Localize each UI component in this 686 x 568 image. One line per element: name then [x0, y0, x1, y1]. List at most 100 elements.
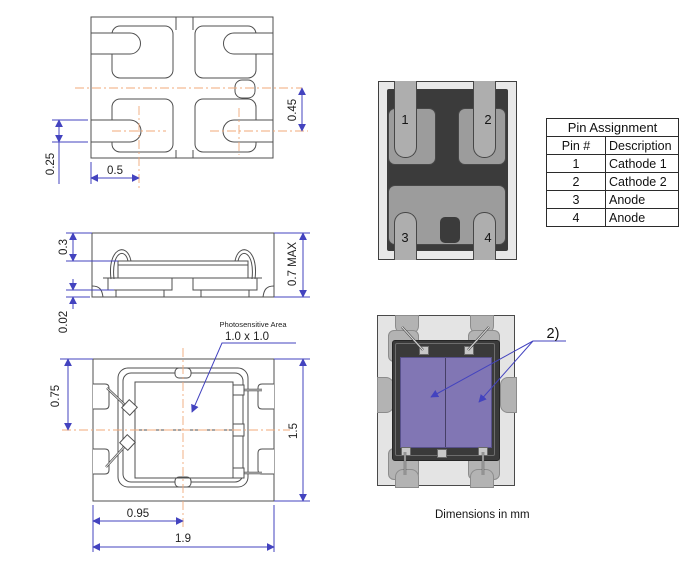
edge-notch — [257, 383, 274, 410]
pin-assignment-table: Pin Assignment Pin # Description 1 Catho… — [546, 118, 679, 227]
die-bond-pad — [119, 434, 136, 451]
chip-outline — [117, 260, 249, 279]
frame-tab — [174, 367, 192, 379]
foot — [115, 289, 165, 298]
package-outline — [90, 16, 274, 159]
reflector-frame-inner — [122, 372, 244, 483]
lead-1 — [394, 81, 417, 158]
photosensitive-area — [400, 357, 492, 448]
bond-pad — [464, 346, 474, 355]
dim-label: 0.7 MAX — [287, 242, 299, 286]
leadframe-pad — [192, 277, 258, 291]
pin-label-4: 4 — [484, 230, 492, 245]
pin-label-1: 1 — [401, 112, 409, 127]
edge-notch — [93, 448, 110, 475]
pin-description-cell: Anode — [605, 208, 679, 227]
pin-number-cell: 1 — [546, 154, 606, 173]
edge-notch — [257, 448, 274, 475]
pin-number-cell: 4 — [546, 208, 606, 227]
die-outline — [134, 381, 234, 479]
pad-bridge — [234, 79, 256, 99]
lead-outline — [90, 119, 142, 143]
pin-label-2: 2 — [484, 112, 492, 127]
bond-pad — [401, 447, 411, 456]
package-outline — [92, 358, 275, 502]
units-note: Dimensions in mm — [435, 509, 530, 521]
dim-label: 1.9 — [175, 533, 191, 545]
metal-tab-right — [500, 377, 517, 413]
side-view-drawing: 0.3 0.02 0.7 MAX — [58, 232, 310, 333]
dim-label: 0.3 — [58, 239, 70, 255]
lead-3 — [394, 212, 417, 260]
pin-description-cell: Cathode 2 — [605, 172, 679, 191]
die-bond-pad — [232, 423, 245, 437]
die-bond-pad — [232, 467, 245, 479]
frame-tab — [174, 476, 192, 488]
die-bond-pad — [121, 399, 138, 416]
reflector-frame-outer — [117, 367, 249, 488]
pad-outline — [194, 25, 257, 79]
lead-4 — [473, 212, 496, 260]
lead-outline — [222, 119, 274, 143]
dim-label: 0.75 — [50, 385, 62, 407]
pad-outline — [194, 98, 257, 153]
package-top-render — [377, 315, 517, 488]
die-bond-pad — [232, 384, 245, 396]
pin-description-cell: Anode — [605, 190, 679, 209]
metal-tab-bottom-2 — [470, 469, 494, 488]
dim-label: 0.02 — [58, 311, 70, 333]
lead-outline — [223, 32, 274, 55]
table-row: 4 Anode — [546, 208, 679, 227]
pin-description-cell: Cathode 1 — [605, 154, 679, 173]
bond-wire — [105, 444, 127, 468]
lead-2 — [473, 81, 496, 158]
edge-notch — [93, 383, 110, 410]
top-view-drawing: 0.45 0.25 0.5 — [45, 16, 308, 190]
pad-centerline-cross — [112, 106, 166, 190]
bond-pad — [478, 447, 488, 456]
pin-label-3: 3 — [401, 230, 409, 245]
foot — [200, 289, 250, 298]
dim-extension — [274, 358, 310, 502]
table-row: 3 Anode — [546, 190, 679, 209]
bond-wire — [106, 387, 127, 407]
bond-wire-highlight — [106, 387, 127, 407]
callout-label: 2) — [547, 326, 560, 342]
dim-extension — [66, 289, 114, 298]
mold-chamfer — [91, 285, 275, 298]
pad-outline — [111, 98, 174, 153]
pin-number-cell: 3 — [546, 190, 606, 209]
pad-centerline-cross — [210, 108, 308, 155]
photosensitive-size-label: 1.0 x 1.0 — [225, 331, 269, 343]
bond-wire-loop — [234, 249, 256, 280]
lead-outline — [90, 32, 141, 55]
pad-outline — [111, 25, 174, 79]
bond-pad — [437, 449, 447, 458]
dim-label: 0.5 — [107, 165, 123, 177]
dim-label: 0.95 — [127, 508, 149, 520]
photosensitive-area-label: Photosensitive Area — [219, 320, 287, 329]
anode-pad-notch — [440, 217, 460, 243]
center-neck-lines — [175, 17, 194, 158]
bond-wire-loop — [110, 249, 132, 280]
bottom-view-drawing: 0.75 1.5 0.95 1.9 Photosensitive Area 1.… — [50, 320, 310, 552]
column-header-description: Description — [605, 136, 679, 155]
dim-extension — [92, 505, 275, 552]
leader-arrow — [191, 342, 296, 413]
column-header-pin: Pin # — [546, 136, 606, 155]
die-split-line — [445, 358, 446, 447]
dim-extension — [52, 119, 88, 184]
bond-pad — [419, 346, 429, 355]
package-bottom-render: 1 2 3 4 — [378, 81, 517, 260]
dim-extension — [66, 232, 118, 262]
dim-label: 1.5 — [288, 423, 300, 439]
metal-tab-bottom-1 — [395, 469, 419, 488]
table-title: Pin Assignment — [546, 118, 679, 137]
dim-label: 0.45 — [287, 99, 299, 121]
die-frame — [392, 340, 500, 461]
dim-extension — [274, 232, 310, 298]
table-row: 1 Cathode 1 — [546, 154, 679, 173]
package-outline — [91, 232, 275, 298]
